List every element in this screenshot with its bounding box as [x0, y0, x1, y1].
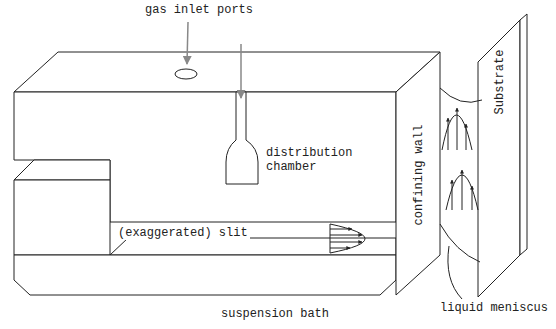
step-top — [14, 160, 110, 180]
substrate-edge — [520, 14, 527, 255]
part-label: Substrate — [493, 50, 507, 115]
leader-line — [448, 246, 462, 299]
part-label: confining wall — [412, 125, 426, 226]
gas-arrow — [240, 44, 242, 98]
meniscus-top — [440, 88, 482, 102]
part-label: liquid meniscus — [438, 301, 550, 315]
slit-floor — [110, 238, 396, 255]
meniscus-bottom — [440, 224, 480, 262]
gas-label: gas inlet ports — [145, 3, 253, 17]
top-face — [14, 52, 440, 92]
velocity-arrows — [452, 170, 472, 210]
part-label: suspension bath — [221, 307, 329, 321]
part-label: distribution chamber — [264, 146, 360, 174]
slit-velocity-profile — [330, 224, 365, 253]
lower-plate-front — [14, 255, 396, 295]
slit-profile-base — [330, 224, 331, 253]
substrate-face — [478, 20, 520, 297]
confining-wall-face — [396, 52, 440, 295]
part-label: (exaggerated) slit — [116, 226, 250, 240]
velocity-arrows — [448, 108, 466, 150]
slit-velocity-arrows — [330, 229, 362, 248]
gas-inlet-port — [175, 69, 197, 79]
step-front — [14, 180, 110, 255]
distribution-chamber — [226, 92, 258, 184]
gas-arrow — [187, 22, 188, 64]
